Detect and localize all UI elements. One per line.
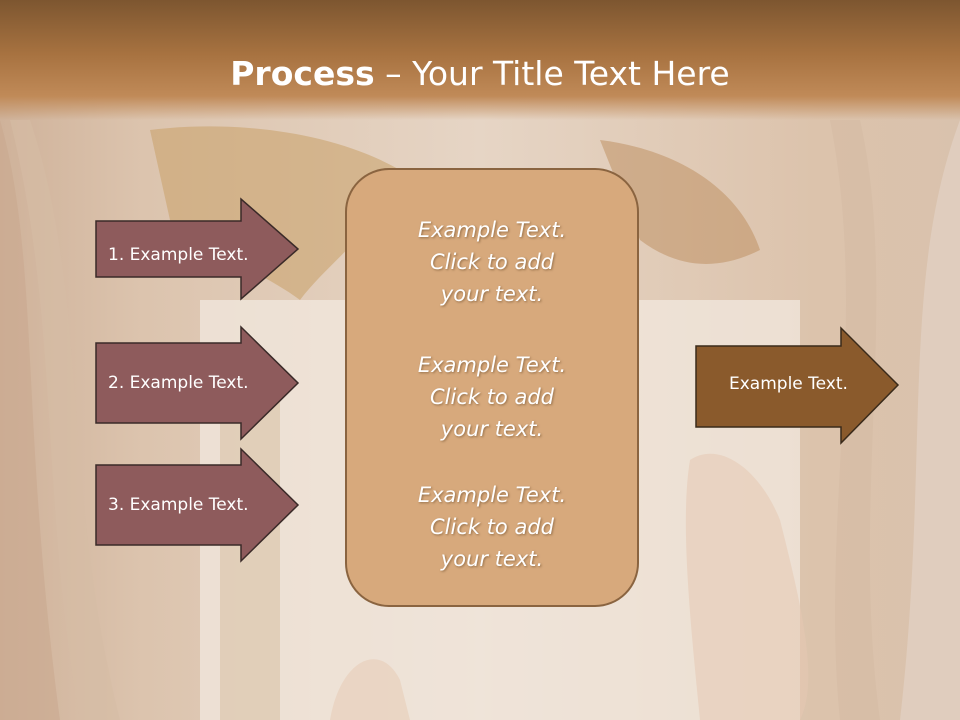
title-bar (0, 0, 960, 120)
process-step-2-label: 2. Example Text. (108, 373, 249, 393)
title-separator: – (374, 54, 413, 93)
arrow-shape-icon (95, 325, 300, 441)
arrow-shape-icon (95, 197, 300, 301)
center-text-line: your text. (440, 547, 544, 571)
process-step-2-arrow[interactable]: 2. Example Text. (95, 325, 300, 441)
process-step-3-label: 3. Example Text. (108, 495, 249, 515)
center-text-line: Click to add (429, 515, 554, 539)
center-text-line: Example Text. (417, 353, 567, 377)
title-rest: Your Title Text Here (412, 54, 730, 93)
process-step-3-arrow[interactable]: 3. Example Text. (95, 447, 300, 563)
process-step-1-label: 1. Example Text. (108, 245, 249, 265)
center-text-line: Click to add (429, 250, 554, 274)
result-arrow[interactable]: Example Text. (695, 326, 900, 445)
arrow-shape-icon (695, 326, 900, 445)
center-text-line: your text. (440, 417, 544, 441)
title-bold: Process (230, 54, 375, 93)
center-text-line: Click to add (429, 385, 554, 409)
center-text-line: Example Text. (417, 218, 567, 242)
center-text-line: your text. (440, 282, 544, 306)
process-step-1-arrow[interactable]: 1. Example Text. (95, 197, 300, 301)
center-text-block-1: Example Text. Click to add your text. (347, 214, 637, 310)
center-text-block-2: Example Text. Click to add your text. (347, 349, 637, 445)
result-arrow-label: Example Text. (729, 374, 848, 394)
center-text-box[interactable]: Example Text. Click to add your text. Ex… (345, 168, 639, 607)
page-title: Process – Your Title Text Here (0, 52, 960, 96)
arrow-shape-icon (95, 447, 300, 563)
center-text-block-3: Example Text. Click to add your text. (347, 479, 637, 575)
center-text-line: Example Text. (417, 483, 567, 507)
